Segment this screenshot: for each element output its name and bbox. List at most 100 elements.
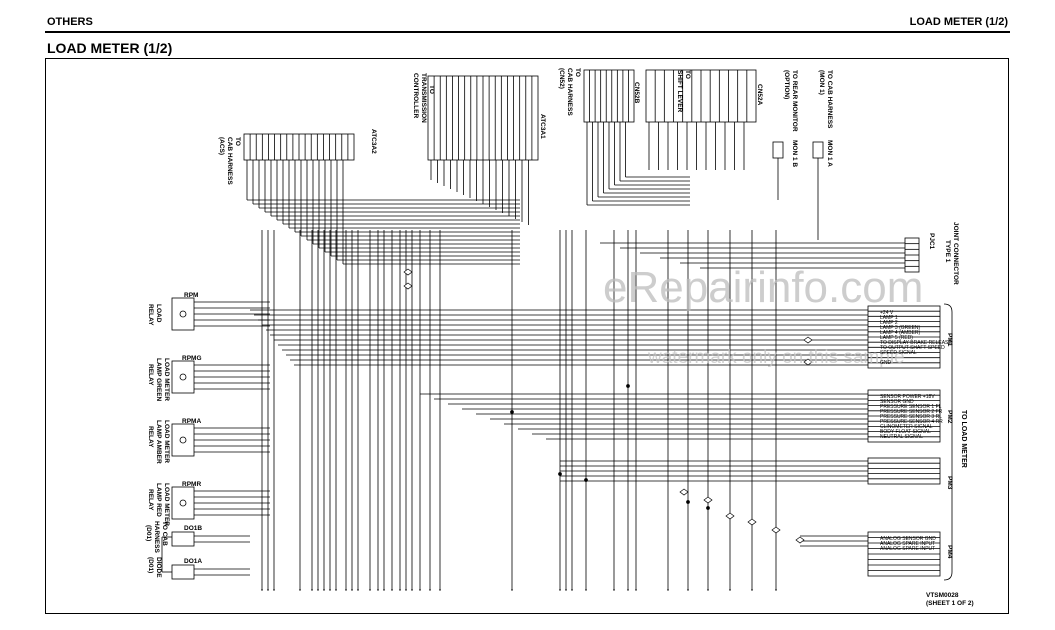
relay-rpma-label-2: LAMP AMBER (155, 420, 162, 464)
connector-outline (867, 457, 941, 485)
splice-junction (403, 268, 413, 276)
pm1-name: PM1 (946, 333, 953, 347)
connector-outline (171, 564, 195, 580)
connector-outline (171, 297, 195, 331)
cn52a-name: CN52A (756, 84, 763, 106)
pm2-func: PRESSURE SENSOR 1 FL (880, 404, 942, 410)
pm2-func: PRESSURE SENSOR 3 RL (880, 414, 942, 420)
cn52a-dest-1: TO (684, 70, 691, 79)
wire-node (686, 500, 690, 504)
relay-rpma-code: RPMA (182, 418, 201, 425)
cn52b-dest-3: (CN52) (558, 68, 565, 89)
pm2-func: BODY FLOAT SIGNAL (880, 429, 931, 435)
pm3-name: PM3 (946, 476, 953, 490)
header-section: OTHERS (47, 16, 93, 28)
relay-do1b-code: DO1B (184, 525, 202, 532)
pm2-func: NEUTRAL SIGNAL (880, 434, 923, 440)
wire-node (510, 410, 514, 414)
relay-rpmr-label-1: LOAD METER (163, 483, 170, 526)
atc3a1-dest-3: CONTROLLER (412, 73, 419, 118)
relay-do1b-label-2: HARNESS (153, 521, 160, 553)
relay-rpm-label-1: LOAD (155, 304, 162, 323)
relay-rpmr-label-2: LAMP RED (155, 483, 162, 517)
splice-junction (403, 282, 413, 290)
wire-node (706, 506, 710, 510)
connector-boxes (171, 69, 941, 580)
wire-node (584, 478, 588, 482)
pm1-func: LAMP 5 (RED) (880, 335, 913, 341)
connector-outline (171, 531, 195, 547)
pm2-func: PRESSURE SENSOR 2 FR (880, 409, 943, 415)
cn52b-dest-2: CAB HARNESS (566, 68, 573, 116)
wires (161, 122, 953, 591)
mon1b-name: MON 1 B (791, 140, 798, 167)
diagram-frame (45, 58, 1009, 614)
relay-do1b-label-1: TO CAB (161, 521, 168, 546)
splice-junction (803, 358, 813, 366)
relay-rpmr-label-3: RELAY (147, 489, 154, 511)
pm4-func: ANALOG SPARE INPUT (880, 541, 935, 547)
watermark-sub: watermark only on this sample (647, 347, 905, 368)
relay-rpmg-label-2: LAMP GREEN (155, 358, 162, 402)
cn52b-dest-1: TO (574, 68, 581, 77)
mon1a-name: MON 1 A (826, 140, 833, 167)
pm1-func: GND (880, 360, 892, 366)
pm2-name: PM2 (946, 410, 953, 424)
relay-rpm-code: RPM (184, 292, 198, 299)
atc3a1-dest-1: TO (428, 85, 435, 94)
splice-junction (771, 526, 781, 534)
connector-outline (812, 141, 824, 159)
pm1-func: TO DISPLAY BRAKE RELEASE (880, 340, 952, 346)
relay-rpmg-label-3: RELAY (147, 364, 154, 386)
mon1b-dest-2: (OPTION) (783, 70, 790, 99)
relay-rpmg-label-1: LOAD METER (163, 358, 170, 401)
relay-do1a-code: DO1A (184, 558, 202, 565)
pm4-func: ANALOG SENSOR GND (880, 536, 936, 542)
load-meter-label: TO LOAD METER (960, 410, 967, 468)
sheet-note: (SHEET 1 OF 2) (926, 600, 974, 607)
cn52b-name: CN52B (633, 82, 640, 104)
header-rule (45, 31, 1010, 33)
mon1a-dest-2: (MON 1) (818, 70, 825, 95)
splice-junction (803, 336, 813, 344)
pm2-func: PRESSURE SENSOR 4 RR (880, 419, 943, 425)
splice-junction (747, 518, 757, 526)
atc3a1-name: ATC3A1 (539, 114, 546, 139)
relay-rpmg-code: RPMG (182, 355, 202, 362)
splice-junction (795, 536, 805, 544)
relay-do1a-label-2: (D01) (147, 557, 154, 573)
relay-coil (179, 436, 187, 444)
atc3a2-dest-3: (ACS) (218, 137, 225, 155)
connector-outline (171, 423, 195, 457)
pm1-func: SPEED SIGNAL (880, 350, 917, 356)
pm2-func: CLINOMETER SIGNAL (880, 424, 933, 430)
mon1b-dest-1: TO REAR MONITOR (791, 70, 798, 132)
connector-outline (772, 141, 784, 159)
mon1a-dest-1: TO CAB HARNESS (826, 70, 833, 129)
atc3a1-dest-2: TRANSMISSION (420, 73, 427, 123)
relay-coil (179, 310, 187, 318)
pm2-func: SENSOR GND (880, 399, 914, 405)
relay-do1a-label-1: DIODE (155, 557, 162, 578)
pm4-name: PM4 (946, 545, 953, 559)
splice-junction (725, 512, 735, 520)
relay-rpm-label-2: RELAY (147, 304, 154, 326)
relay-rpmr-code: RPMR (182, 481, 201, 488)
junctions (403, 268, 813, 544)
splice-junction (703, 496, 713, 504)
relay-coil (179, 499, 187, 507)
atc3a2-dest-2: CAB HARNESS (226, 137, 233, 185)
connector-outline (171, 486, 195, 520)
pjc1-dest-2: TYPE 1 (944, 240, 951, 263)
pm1-func: TO OUTPUT SHAFT SPEED (880, 345, 945, 351)
pm1-func: LAMP 2 (880, 320, 898, 326)
connector-outline (583, 69, 635, 123)
page-title: LOAD METER (1/2) (47, 40, 173, 56)
pjc1-name: PJC1 (928, 233, 935, 250)
relay-coil (179, 373, 187, 381)
pm2-func: SENSOR POWER +18V (880, 394, 935, 400)
wire-node (558, 472, 562, 476)
pm1-func: LAMP 1 (880, 315, 898, 321)
relay-rpma-label-3: RELAY (147, 426, 154, 448)
